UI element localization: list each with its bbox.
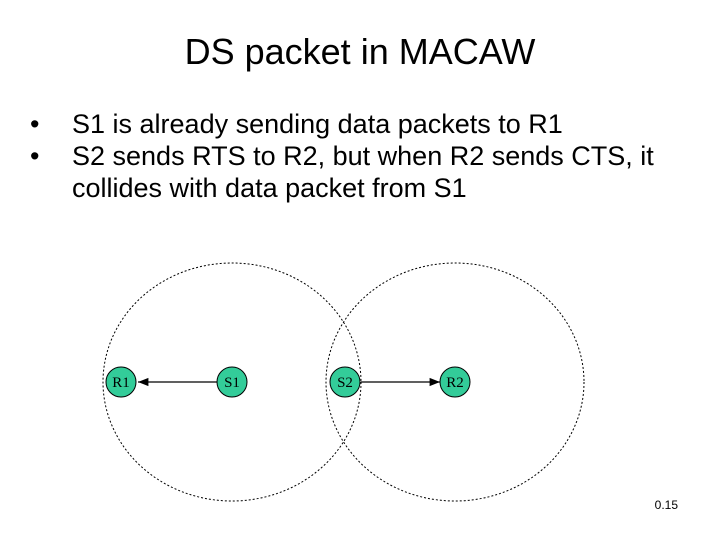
node-s2: S2 [329, 366, 361, 398]
bullet-list: S1 is already sending data packets to R1… [30, 108, 700, 204]
page-number: 0.15 [654, 498, 678, 512]
slide-title: DS packet in MACAW [184, 31, 536, 72]
node-s1-label: S1 [224, 375, 240, 391]
bullet-item: S1 is already sending data packets to R1 [30, 108, 700, 140]
s2-range-circle [325, 262, 585, 502]
node-r2: R2 [439, 366, 471, 398]
node-r1: R1 [105, 366, 137, 398]
node-r2-label: R2 [446, 375, 464, 391]
node-s1: S1 [216, 366, 248, 398]
node-s2-label: S2 [337, 375, 353, 391]
bullet-item: S2 sends RTS to R2, but when R2 sends CT… [30, 140, 700, 204]
node-r1-label: R1 [112, 375, 130, 391]
